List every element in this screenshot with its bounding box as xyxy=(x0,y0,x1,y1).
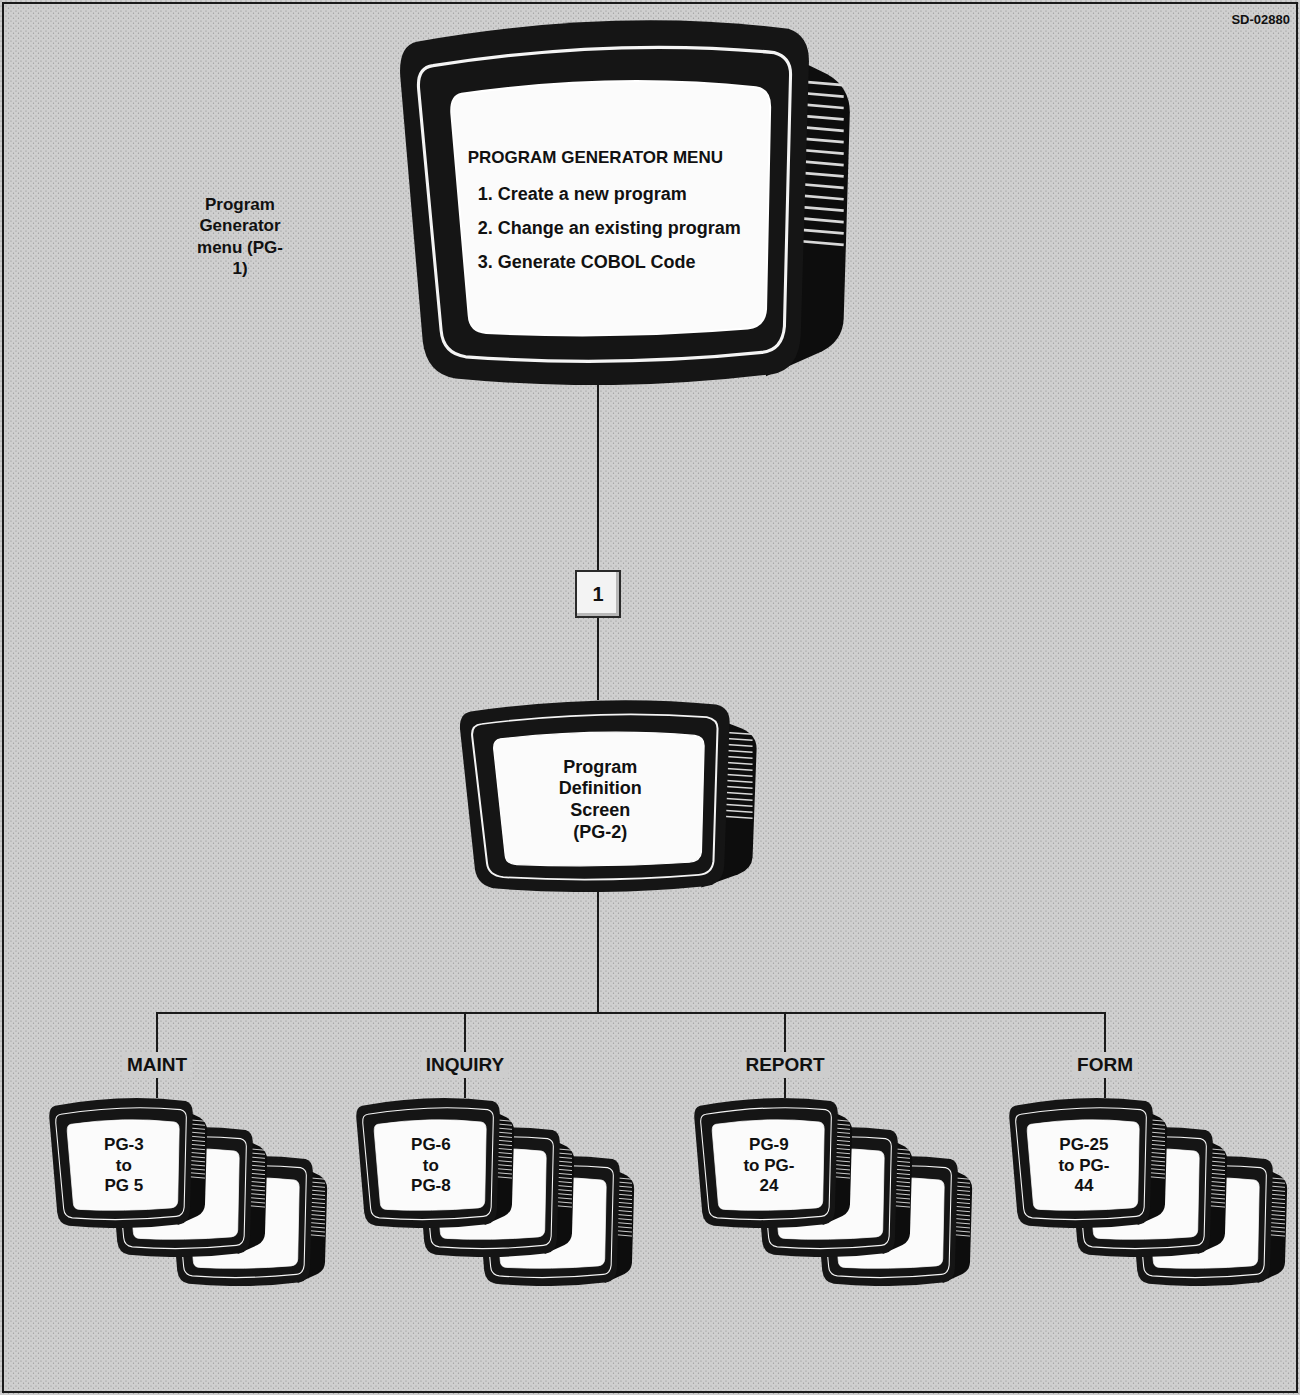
connector-line xyxy=(157,892,598,1098)
screen-text-area: Program Definition Screen (PG-2) xyxy=(505,740,696,860)
bezel-highlight xyxy=(472,714,717,879)
screen-text-area: PG-6 to PG-8 xyxy=(380,1125,482,1206)
node-text: Program Definition Screen (PG-2) xyxy=(555,757,645,843)
monitor-screen xyxy=(494,732,704,866)
screen-caption: Program Generator menu (PG-1) xyxy=(195,194,285,279)
connector-line xyxy=(597,385,599,570)
monitor-stack: PG-9 to PG-24 xyxy=(690,1098,975,1286)
branch-label: MAINT xyxy=(122,1052,192,1078)
monitor-bezel xyxy=(694,1098,838,1228)
bezel-highlight xyxy=(56,1108,187,1220)
monitor-screen xyxy=(374,1120,486,1211)
node-outline xyxy=(1005,1098,1290,1286)
monitor-illustration xyxy=(460,700,757,892)
bezel-highlight xyxy=(418,47,790,361)
monitor-screen xyxy=(67,1120,179,1211)
page-border xyxy=(3,3,1297,1392)
monitor-screen xyxy=(451,81,770,335)
branch-label: INQUIRY xyxy=(421,1052,509,1078)
node-outline xyxy=(690,1098,975,1286)
bezel-highlight xyxy=(1016,1108,1147,1220)
branch-label: REPORT xyxy=(740,1052,829,1078)
monitor-bezel xyxy=(460,700,730,892)
menu-item: 3. Generate COBOL Code xyxy=(468,252,696,273)
monitor-stack: PG-6 to PG-8 xyxy=(352,1098,637,1286)
monitor-node: PROGRAM GENERATOR MENU 1. Create a new pr… xyxy=(388,20,858,385)
bezel-highlight xyxy=(701,1108,832,1220)
monitor-illustration xyxy=(49,1098,207,1228)
connector-line xyxy=(597,618,599,700)
monitor-bezel xyxy=(49,1098,193,1228)
screen-text-area: PG-3 to PG 5 xyxy=(73,1125,175,1206)
monitor-illustration xyxy=(1009,1098,1167,1228)
node-text: PG-9 to PG-24 xyxy=(743,1135,794,1196)
branch-label: FORM xyxy=(1072,1052,1138,1078)
monitor-screen xyxy=(712,1120,824,1211)
monitor-illustration xyxy=(356,1098,514,1228)
node-outline xyxy=(352,1098,637,1286)
figure-id: SD-02880 xyxy=(1231,12,1290,27)
monitor-illustration xyxy=(694,1098,852,1228)
monitor-illustration xyxy=(400,20,850,385)
menu-item: 1. Create a new program xyxy=(468,184,687,205)
node-text: PG-6 to PG-8 xyxy=(410,1135,453,1196)
node-text: 1 xyxy=(592,582,603,606)
screen-text-area: PG-9 to PG-24 xyxy=(718,1125,820,1206)
monitor-bezel xyxy=(356,1098,500,1228)
monitor-stack: PG-3 to PG 5 xyxy=(45,1098,330,1286)
monitor-bezel xyxy=(400,20,809,385)
monitor-stack: PG-25 to PG-44 xyxy=(1005,1098,1290,1286)
connector-line xyxy=(598,892,1105,1098)
bezel-highlight xyxy=(363,1108,494,1220)
key-box: 1 xyxy=(575,570,621,618)
monitor-screen xyxy=(1027,1120,1139,1211)
screen-text-area: PROGRAM GENERATOR MENU 1. Create a new pr… xyxy=(468,96,758,324)
monitor-bezel xyxy=(1009,1098,1153,1228)
node-outline xyxy=(45,1098,330,1286)
node-text: PG-25 to PG-44 xyxy=(1058,1135,1109,1196)
monitor-node: Program Definition Screen (PG-2) xyxy=(452,700,762,892)
menu-title: PROGRAM GENERATOR MENU xyxy=(468,148,723,168)
node-text: PG-3 to PG 5 xyxy=(103,1135,146,1196)
menu-item: 2. Change an existing program xyxy=(468,218,741,239)
screen-text-area: PG-25 to PG-44 xyxy=(1033,1125,1135,1206)
